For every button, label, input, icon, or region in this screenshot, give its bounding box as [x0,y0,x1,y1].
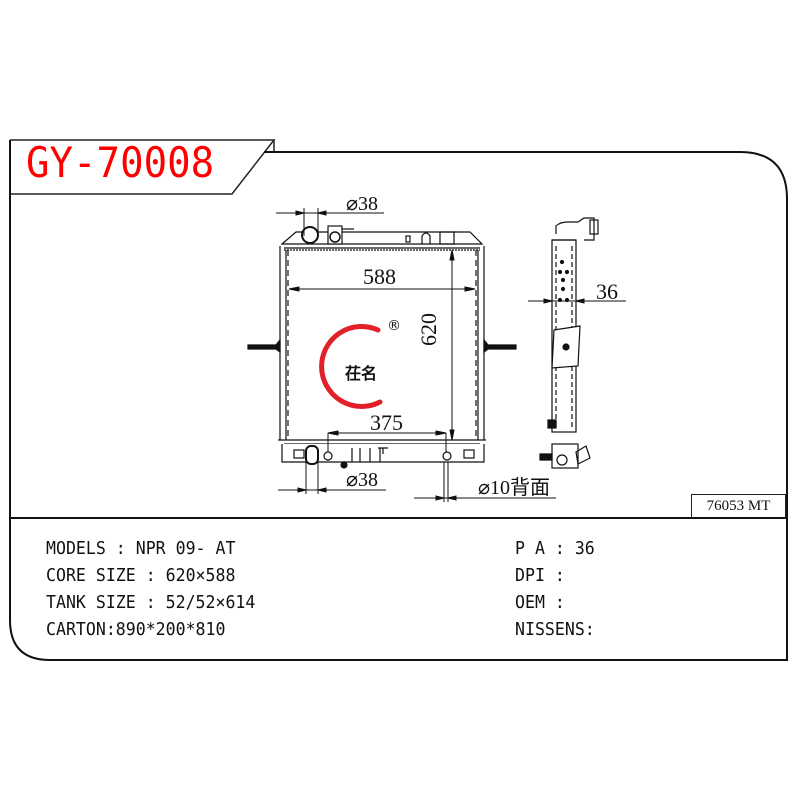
spec-carton: CARTON:890*200*810 [46,619,226,640]
spec-tank-size: TANK SIZE : 52/52×614 [46,592,256,613]
dim-back-hole-diameter: ⌀10背面 [478,477,551,499]
dim-core-height: 620 [416,313,441,346]
reference-code-box: 76053 MT [691,494,786,518]
part-number-title: GY-70008 [26,138,215,187]
spec-dpi: DPI : [515,565,565,586]
dim-bottom-span: 375 [370,410,403,435]
spec-nissens: NISSENS: [515,619,595,640]
spec-pa: P A : 36 [515,538,595,559]
spec-models: MODELS : NPR 09- AT [46,538,236,559]
dim-bottom-outlet-diameter: ⌀38 [346,469,379,491]
registered-mark-icon: ® [387,318,401,334]
brand-logo-text: 茌名 [345,364,378,383]
reference-code: 76053 MT [706,498,771,514]
spec-oem: OEM : [515,592,565,613]
spec-core-size: CORE SIZE : 620×588 [46,565,236,586]
dim-core-width: 588 [363,264,396,289]
dim-core-thickness: 36 [596,279,618,304]
dim-top-inlet-diameter: ⌀38 [346,193,379,215]
